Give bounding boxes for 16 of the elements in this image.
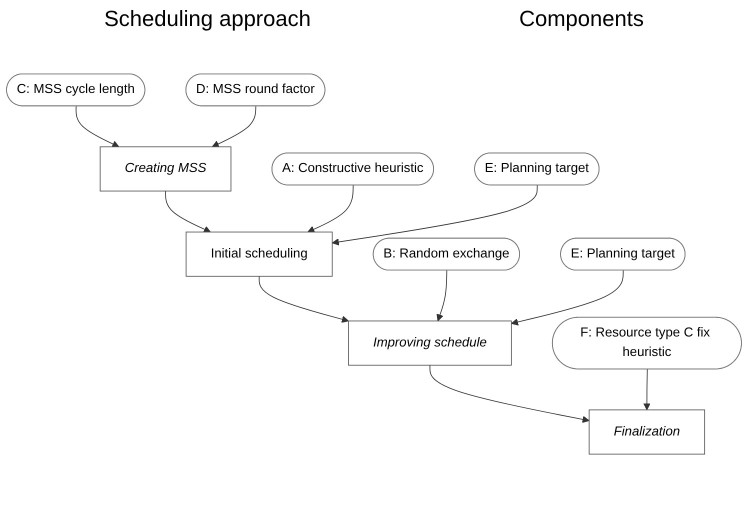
node-box: Creating MSS [100, 146, 232, 192]
column-heading: Components [519, 6, 644, 32]
arrow [76, 106, 120, 148]
node-box: Improving schedule [348, 320, 512, 366]
arrow [643, 368, 650, 410]
arrow [430, 364, 590, 423]
arrow [332, 184, 538, 246]
arrow [212, 106, 256, 148]
arrow [258, 276, 349, 323]
arrow [436, 270, 448, 322]
node-box: Initial scheduling [186, 232, 333, 277]
node-box: Finalization [588, 409, 706, 455]
arrow [165, 190, 211, 233]
column-heading: Scheduling approach [104, 6, 311, 32]
arrow [511, 270, 624, 326]
arrow [307, 184, 354, 233]
